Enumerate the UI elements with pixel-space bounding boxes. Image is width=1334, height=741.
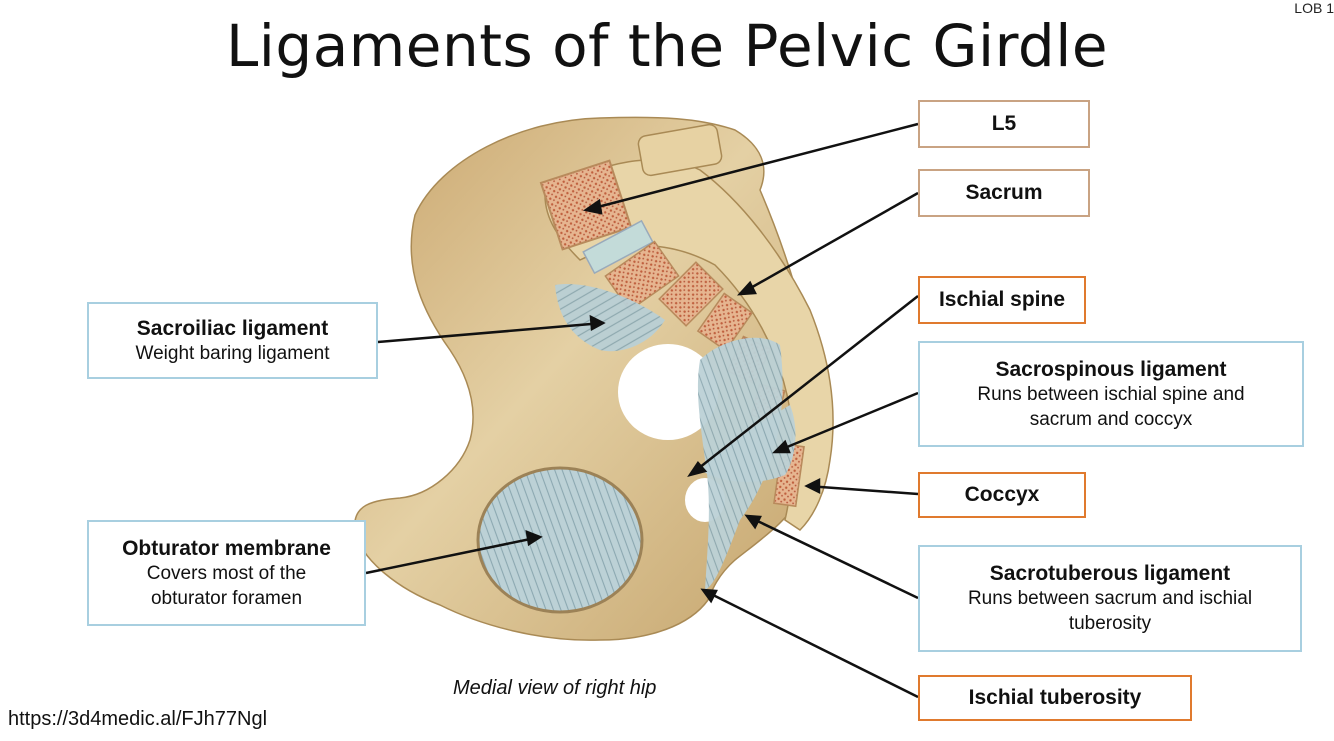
label-obturator-desc-2: obturator foramen — [150, 587, 303, 609]
sacral-body-2 — [658, 261, 724, 327]
disc-section — [582, 219, 654, 275]
pointer-coccyx — [806, 484, 919, 496]
slide-tag: LOB 1 — [1294, 0, 1334, 16]
obturator-membrane-shape — [476, 466, 644, 614]
label-sacroiliac-name: Sacroiliac ligament — [136, 316, 329, 340]
pointer-sacroiliac — [377, 321, 604, 344]
label-obturator-name: Obturator membrane — [122, 536, 331, 560]
figure-caption: Medial view of right hip — [453, 677, 657, 699]
label-ischial-tuberosity-name: Ischial tuberosity — [968, 686, 1142, 710]
label-sacrum-name: Sacrum — [965, 181, 1043, 205]
sacrotuberous-ligament-shape — [697, 337, 783, 590]
label-ischial-tuberosity: Ischial tuberosity — [918, 675, 1192, 721]
pointer-obturator — [365, 535, 541, 575]
label-obturator: Obturator membrane Covers most of the ob… — [87, 520, 366, 626]
source-link[interactable]: https://3d4medic.al/FJh77Ngl — [8, 708, 268, 730]
label-sacrotuberous-desc-2: tuberosity — [1068, 613, 1152, 635]
l5-process — [637, 123, 723, 177]
label-coccyx-name: Coccyx — [964, 483, 1040, 507]
label-coccyx: Coccyx — [918, 472, 1086, 518]
pointer-ischial-tuberosity — [702, 588, 919, 699]
label-sacroiliac-desc: Weight baring ligament — [135, 342, 330, 364]
sacral-body-3 — [696, 292, 754, 352]
pointer-sacrotuberous — [746, 514, 919, 600]
sciatic-foramen — [618, 344, 718, 440]
label-sacrospinous: Sacrospinous ligament Runs between ischi… — [918, 341, 1304, 447]
label-obturator-desc-1: Covers most of the — [146, 562, 307, 584]
label-l5: L5 — [918, 100, 1090, 148]
l5-vertebra-section — [539, 159, 633, 251]
label-l5-name: L5 — [991, 112, 1017, 136]
label-sacrospinous-desc-1: Runs between ischial spine and — [977, 383, 1245, 405]
label-ischial-spine: Ischial spine — [918, 276, 1086, 324]
sacroiliac-ligament-shape — [555, 284, 665, 352]
sacral-body-1 — [604, 240, 680, 312]
page-title: Ligaments of the Pelvic Girdle — [225, 12, 1109, 80]
label-sacrotuberous-name: Sacrotuberous ligament — [989, 562, 1231, 586]
label-sacrotuberous-desc-1: Runs between sacrum and ischial — [967, 588, 1253, 610]
label-sacrotuberous: Sacrotuberous ligament Runs between sacr… — [918, 545, 1302, 652]
label-sacrospinous-desc-2: sacrum and coccyx — [1029, 408, 1193, 430]
pointer-ischial-spine — [689, 295, 919, 476]
label-sacrum: Sacrum — [918, 169, 1090, 217]
label-sacroiliac: Sacroiliac ligament Weight baring ligame… — [87, 302, 378, 379]
pointer-sacrum — [739, 191, 919, 296]
label-ischial-spine-name: Ischial spine — [938, 288, 1066, 312]
pointer-l5 — [585, 122, 919, 212]
label-sacrospinous-name: Sacrospinous ligament — [995, 357, 1227, 381]
pointer-sacrospinous — [774, 391, 919, 454]
